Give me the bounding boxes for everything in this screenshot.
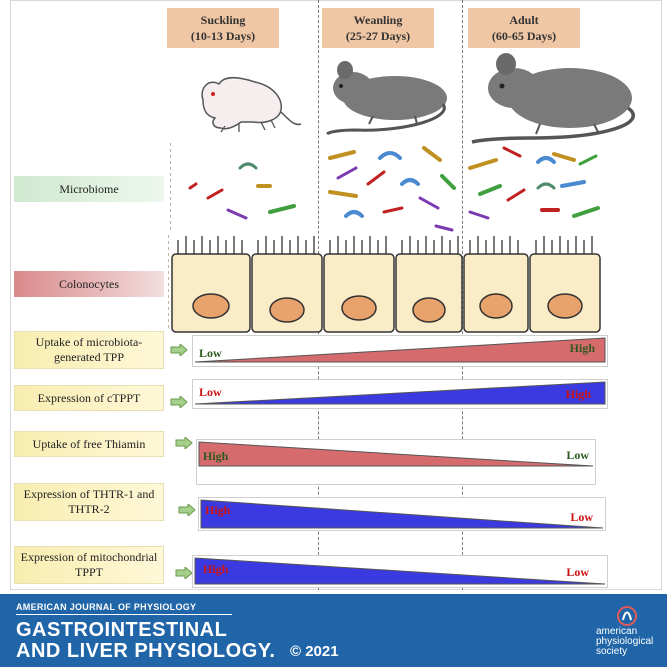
arrow-right-icon — [170, 396, 188, 408]
copyright: © 2021 — [290, 643, 339, 660]
trend-box-free-thiamin: High Low — [196, 439, 596, 485]
footer-divider — [16, 614, 232, 615]
trend-box-thtr: High Low — [198, 497, 606, 531]
adult-mouse-illustration — [471, 53, 635, 144]
stage-age: (25-27 Days) — [345, 29, 411, 43]
stage-age: (10-13 Days) — [190, 29, 256, 43]
trend-wedge-increasing — [194, 381, 606, 405]
level-end: High — [569, 341, 595, 355]
colonocytes-cells — [168, 235, 601, 333]
microbiome-bacteria — [170, 143, 600, 233]
level-end: High — [565, 387, 591, 401]
stage-name: Weanling — [353, 13, 403, 27]
society-line3: society — [596, 646, 628, 657]
colonocytes-label: Colonocytes — [14, 271, 164, 297]
stage-age: (60-65 Days) — [491, 29, 557, 43]
level-start: High — [205, 503, 231, 517]
row-label-free-thiamin: Uptake of free Thiamin — [14, 431, 164, 457]
trend-wedge-decreasing — [200, 499, 604, 529]
trend-box-mito-tppt: High Low — [192, 555, 608, 588]
level-start: Low — [199, 385, 222, 399]
journal-name: AMERICAN JOURNAL OF PHYSIOLOGY — [16, 602, 197, 612]
stage-name: Adult — [509, 13, 539, 27]
trend-box-ctppt: Low High — [192, 379, 608, 409]
level-end: Low — [570, 510, 593, 524]
stage-name: Suckling — [200, 13, 246, 27]
journal-title-line1: GASTROINTESTINAL — [16, 619, 228, 641]
row-label-uptake-tpp: Uptake of microbiota-generated TPP — [14, 331, 164, 369]
level-end: Low — [566, 448, 589, 462]
arrow-right-icon — [175, 567, 193, 579]
row-label-mito-tppt: Expression of mitochondrial TPPT — [14, 546, 164, 584]
row-label-thtr: Expression of THTR-1 and THTR-2 — [14, 483, 164, 521]
stage-suckling: Suckling (10-13 Days) — [167, 8, 279, 48]
arrow-right-icon — [175, 437, 193, 449]
society-name: american physiological society — [596, 627, 653, 657]
microbiome-label: Microbiome — [14, 176, 164, 202]
level-start: High — [203, 449, 229, 463]
stage-adult: Adult (60-65 Days) — [468, 8, 580, 48]
society-logo-icon — [617, 606, 637, 626]
trend-wedge-decreasing — [194, 557, 606, 585]
trend-wedge-increasing — [194, 337, 606, 363]
weanling-mouse-illustration — [325, 61, 447, 136]
journal-title-line2: AND LIVER PHYSIOLOGY. — [16, 640, 276, 662]
figure-border — [10, 0, 662, 590]
trend-box-uptake-tpp: Low High — [192, 335, 608, 367]
society-line2: physiological — [596, 636, 654, 647]
journal-footer: AMERICAN JOURNAL OF PHYSIOLOGY GASTROINT… — [0, 594, 667, 667]
level-end: Low — [566, 565, 589, 579]
stage-weanling: Weanling (25-27 Days) — [322, 8, 434, 48]
trend-wedge-decreasing — [198, 441, 594, 467]
suckling-rat-illustration — [201, 77, 302, 133]
figure-canvas: Suckling (10-13 Days) Weanling (25-27 Da… — [10, 0, 662, 590]
society-line1: american — [596, 626, 638, 637]
arrow-right-icon — [178, 504, 196, 516]
arrow-right-icon — [170, 344, 188, 356]
level-start: High — [203, 562, 229, 576]
level-start: Low — [199, 346, 222, 360]
row-label-ctppt: Expression of cTPPT — [14, 385, 164, 411]
